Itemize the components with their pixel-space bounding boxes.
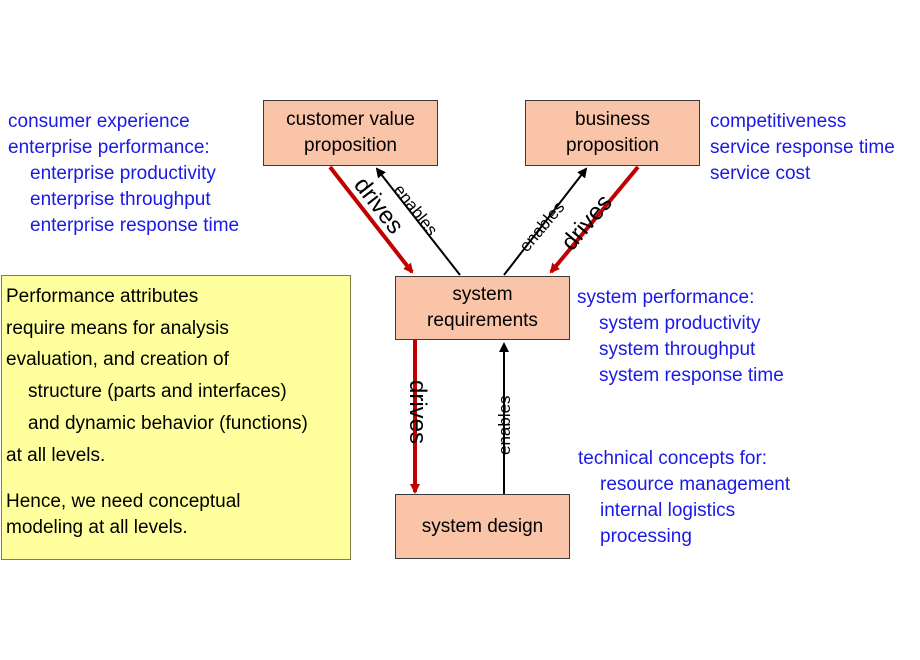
note-line: competitiveness bbox=[710, 111, 847, 132]
drives-arrow-customer bbox=[328, 165, 414, 274]
box-line: requirements bbox=[427, 310, 538, 331]
drives-label-business: drives bbox=[556, 189, 618, 255]
note-item: enterprise response time bbox=[30, 215, 240, 236]
note-line: enterprise performance: bbox=[8, 137, 210, 158]
business-notes: competitiveness service response time se… bbox=[710, 109, 895, 187]
technical-concepts-notes: technical concepts for: resource managem… bbox=[578, 446, 790, 550]
enables-arrow-customer bbox=[375, 167, 461, 276]
enables-label-design: enables bbox=[495, 395, 514, 455]
note-heading: system performance: bbox=[577, 287, 755, 308]
note-line: service response time bbox=[710, 137, 895, 158]
customer-value-notes: consumer experience enterprise performan… bbox=[8, 109, 239, 239]
explanation-line: at all levels. bbox=[6, 444, 106, 466]
note-line: service cost bbox=[710, 163, 811, 184]
note-item: system response time bbox=[599, 365, 784, 386]
note-item: internal logistics bbox=[600, 500, 736, 521]
system-performance-notes: system performance: system productivity … bbox=[577, 285, 784, 389]
system-requirements-box: system requirements bbox=[395, 276, 570, 340]
note-item: processing bbox=[600, 526, 692, 547]
note-item: system throughput bbox=[599, 339, 756, 360]
note-heading: technical concepts for: bbox=[578, 448, 768, 469]
box-line: customer value bbox=[286, 109, 415, 130]
note-item: enterprise productivity bbox=[30, 163, 216, 184]
box-line: system design bbox=[421, 515, 544, 537]
explanation-line: require means for analysis bbox=[6, 317, 229, 339]
box-line: proposition bbox=[304, 135, 397, 156]
box-line: system bbox=[452, 284, 513, 305]
explanation-line: evaluation, and creation of bbox=[6, 349, 229, 371]
note-item: system productivity bbox=[599, 313, 761, 334]
explanation-line: and dynamic behavior (functions) bbox=[28, 412, 308, 434]
note-line: consumer experience bbox=[8, 111, 190, 132]
conclusion-line: modeling at all levels. bbox=[6, 517, 188, 539]
explanation-line: Performance attributes bbox=[6, 286, 199, 307]
explanation-line: structure (parts and interfaces) bbox=[28, 381, 287, 403]
enables-label-business: enables bbox=[516, 198, 569, 256]
drives-arrow-business bbox=[549, 165, 640, 274]
customer-value-proposition-box: customer value proposition bbox=[263, 100, 438, 166]
conclusion-line: Hence, we need conceptual bbox=[6, 491, 241, 513]
explanation-box: Performance attributes require means for… bbox=[1, 275, 351, 560]
note-item: resource management bbox=[600, 474, 791, 495]
drives-label-design: drives bbox=[404, 380, 431, 444]
business-proposition-box: business proposition bbox=[525, 100, 700, 166]
note-item: enterprise throughput bbox=[30, 189, 211, 210]
box-line: proposition bbox=[566, 135, 659, 156]
system-design-box: system design bbox=[395, 494, 570, 559]
box-line: business bbox=[575, 109, 650, 130]
enables-arrow-business bbox=[503, 167, 588, 276]
spacer bbox=[6, 471, 350, 489]
